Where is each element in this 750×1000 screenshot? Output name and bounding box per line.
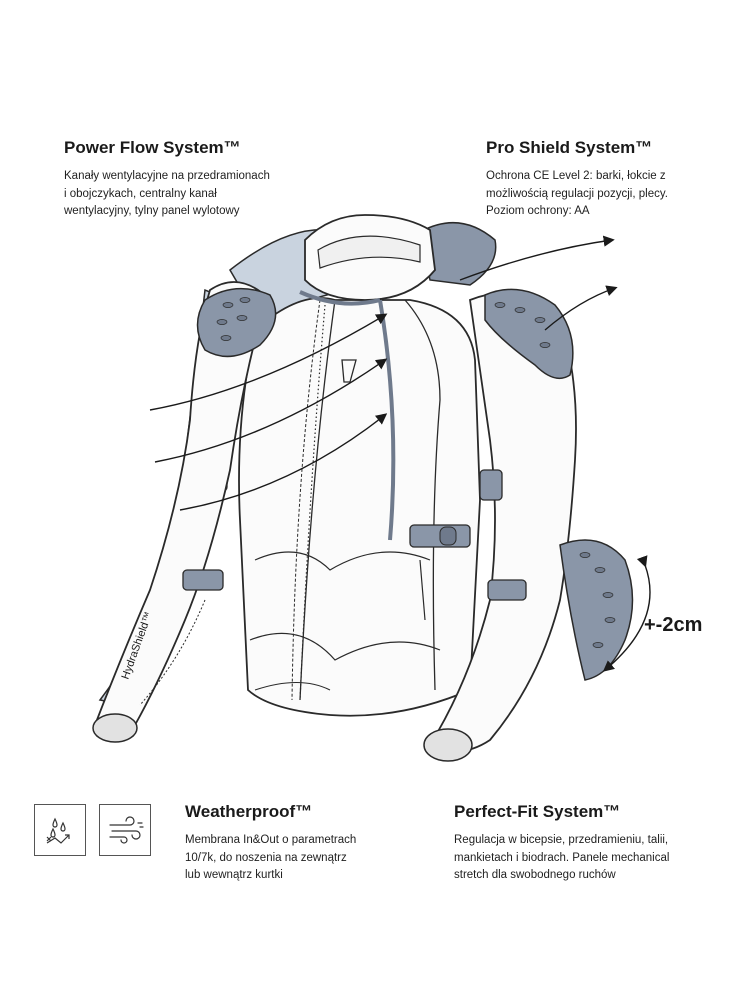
pro-shield-description: Ochrona CE Level 2: barki, łokcie z możl… bbox=[486, 170, 668, 217]
pro-shield-title: Pro Shield System™ bbox=[486, 138, 653, 157]
jacket-torso bbox=[238, 297, 481, 717]
back-protector bbox=[419, 221, 497, 286]
left-shoulder-protector bbox=[196, 287, 277, 358]
wind-icon bbox=[99, 804, 151, 856]
right-cuff bbox=[423, 728, 473, 762]
elbow-protector bbox=[559, 539, 634, 681]
left-forearm-strap bbox=[182, 569, 224, 591]
elbow-adjustment-label: +-2cm bbox=[644, 614, 703, 636]
airflow-arrow-1 bbox=[149, 313, 388, 411]
pro-shield-feature: Pro Shield System™ Ochrona CE Level 2: b… bbox=[486, 138, 736, 221]
weatherproof-title: Weatherproof™ bbox=[185, 802, 313, 821]
airflow-arrow-3 bbox=[179, 413, 388, 511]
power-flow-feature: Power Flow System™ Kanały wentylacyjne n… bbox=[64, 138, 324, 221]
water-drops-icon bbox=[34, 804, 86, 856]
weatherproof-feature: Weatherproof™ Membrana In&Out o parametr… bbox=[185, 802, 405, 885]
airflow-arrow-4 bbox=[459, 235, 615, 281]
brand-logo bbox=[341, 359, 357, 383]
perfect-fit-description: Regulacja w bicepsie, przedramieniu, tal… bbox=[454, 834, 670, 881]
elbow-adjust-arrow bbox=[602, 555, 651, 672]
left-cuff bbox=[92, 713, 138, 743]
right-forearm-strap bbox=[487, 579, 527, 601]
airflow-arrow-5 bbox=[544, 285, 618, 331]
right-bicep-strap bbox=[479, 469, 503, 501]
power-flow-title: Power Flow System™ bbox=[64, 138, 241, 157]
airflow-arrow-2 bbox=[154, 358, 388, 463]
perfect-fit-feature: Perfect-Fit System™ Regulacja w bicepsie… bbox=[454, 802, 724, 885]
power-flow-description: Kanały wentylacyjne na przedramionach i … bbox=[64, 170, 270, 217]
weatherproof-description: Membrana In&Out o parametrach 10/7k, do … bbox=[185, 834, 357, 881]
right-shoulder-protector bbox=[484, 288, 574, 380]
perfect-fit-title: Perfect-Fit System™ bbox=[454, 802, 621, 821]
